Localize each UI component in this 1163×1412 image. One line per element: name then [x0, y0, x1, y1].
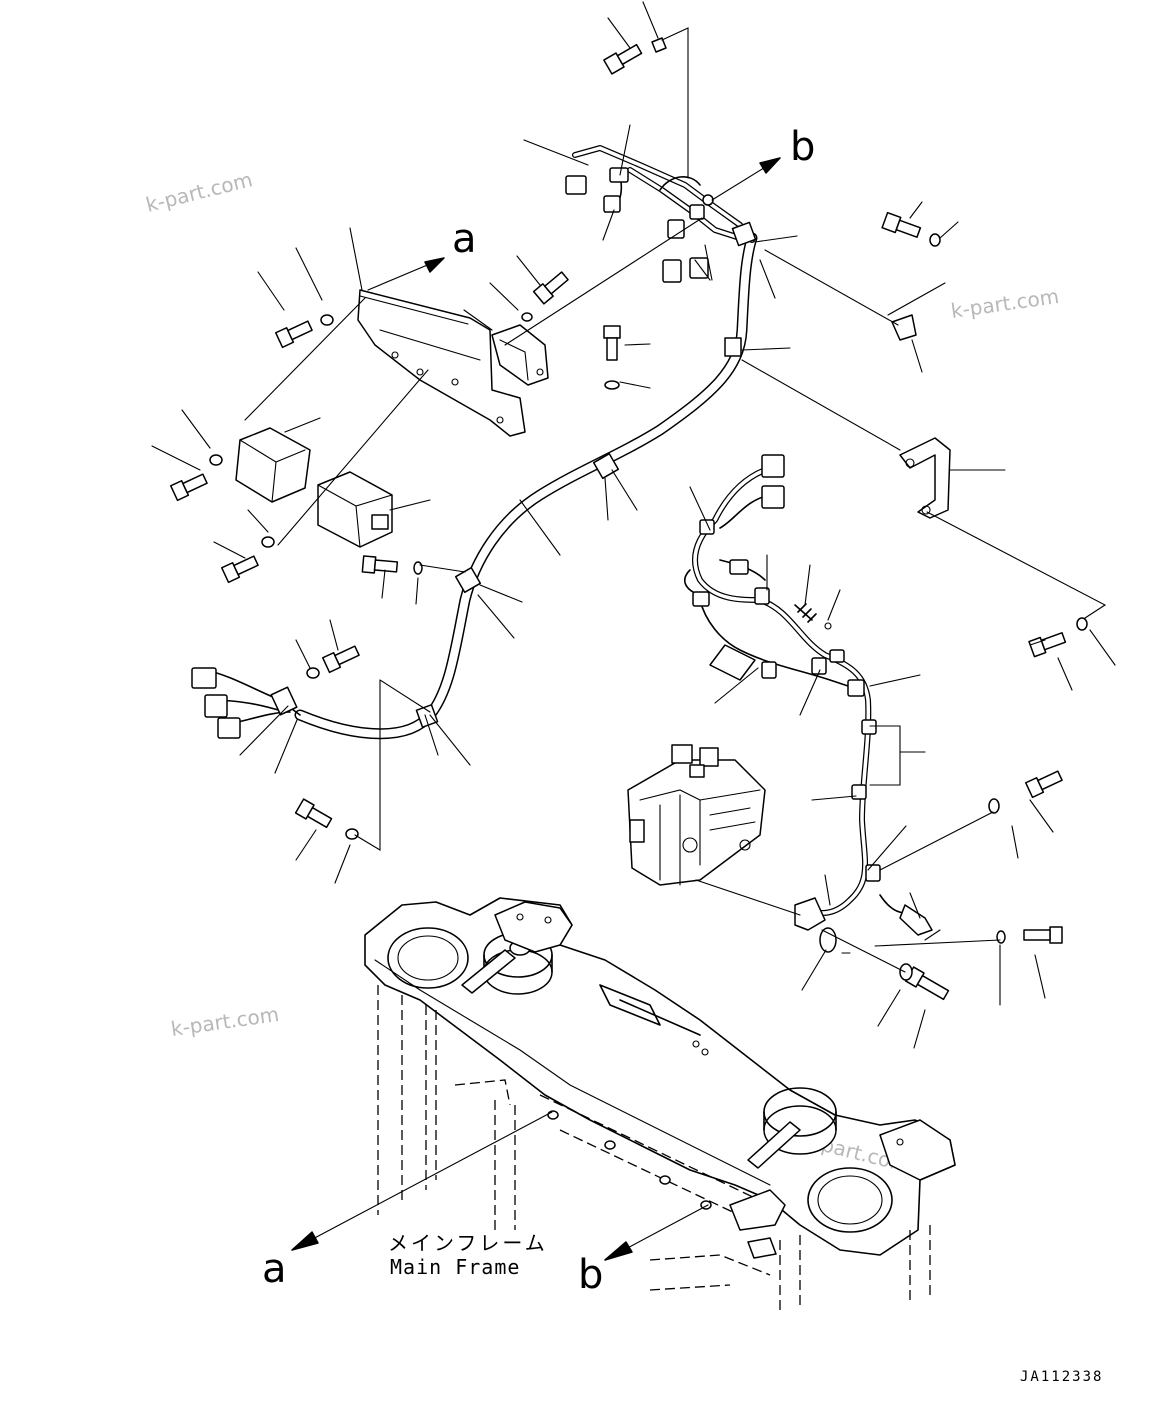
reference-mark-b-bottom: b: [578, 1252, 603, 1298]
drawing-code: JA112338: [1020, 1369, 1103, 1385]
watermark: k-part.com: [169, 1002, 280, 1041]
upper-harness: [565, 145, 757, 283]
fasteners: [169, 37, 1088, 1001]
controller-bracket: [235, 289, 549, 548]
right-harness: [684, 454, 933, 953]
watermark: k-part.com: [143, 167, 254, 217]
leader-lines: [151, 1, 1116, 1261]
main-harness-hose: [294, 232, 758, 740]
main-frame-label-japanese: メインフレーム: [388, 1231, 548, 1255]
left-harness-end: [191, 667, 301, 739]
pump-assembly: [627, 744, 766, 886]
brackets: [891, 314, 951, 519]
reference-mark-a-top: a: [452, 216, 477, 262]
watermark: k-part.com: [949, 284, 1060, 323]
reference-mark-a-bottom: a: [262, 1246, 287, 1292]
watermarks: k-part.com k-part.com k-part.com k-part.…: [143, 167, 1060, 1177]
main-frame: [364, 897, 956, 1310]
main-frame-label-english: Main Frame: [390, 1255, 520, 1279]
reference-mark-b-top: b: [790, 124, 815, 170]
